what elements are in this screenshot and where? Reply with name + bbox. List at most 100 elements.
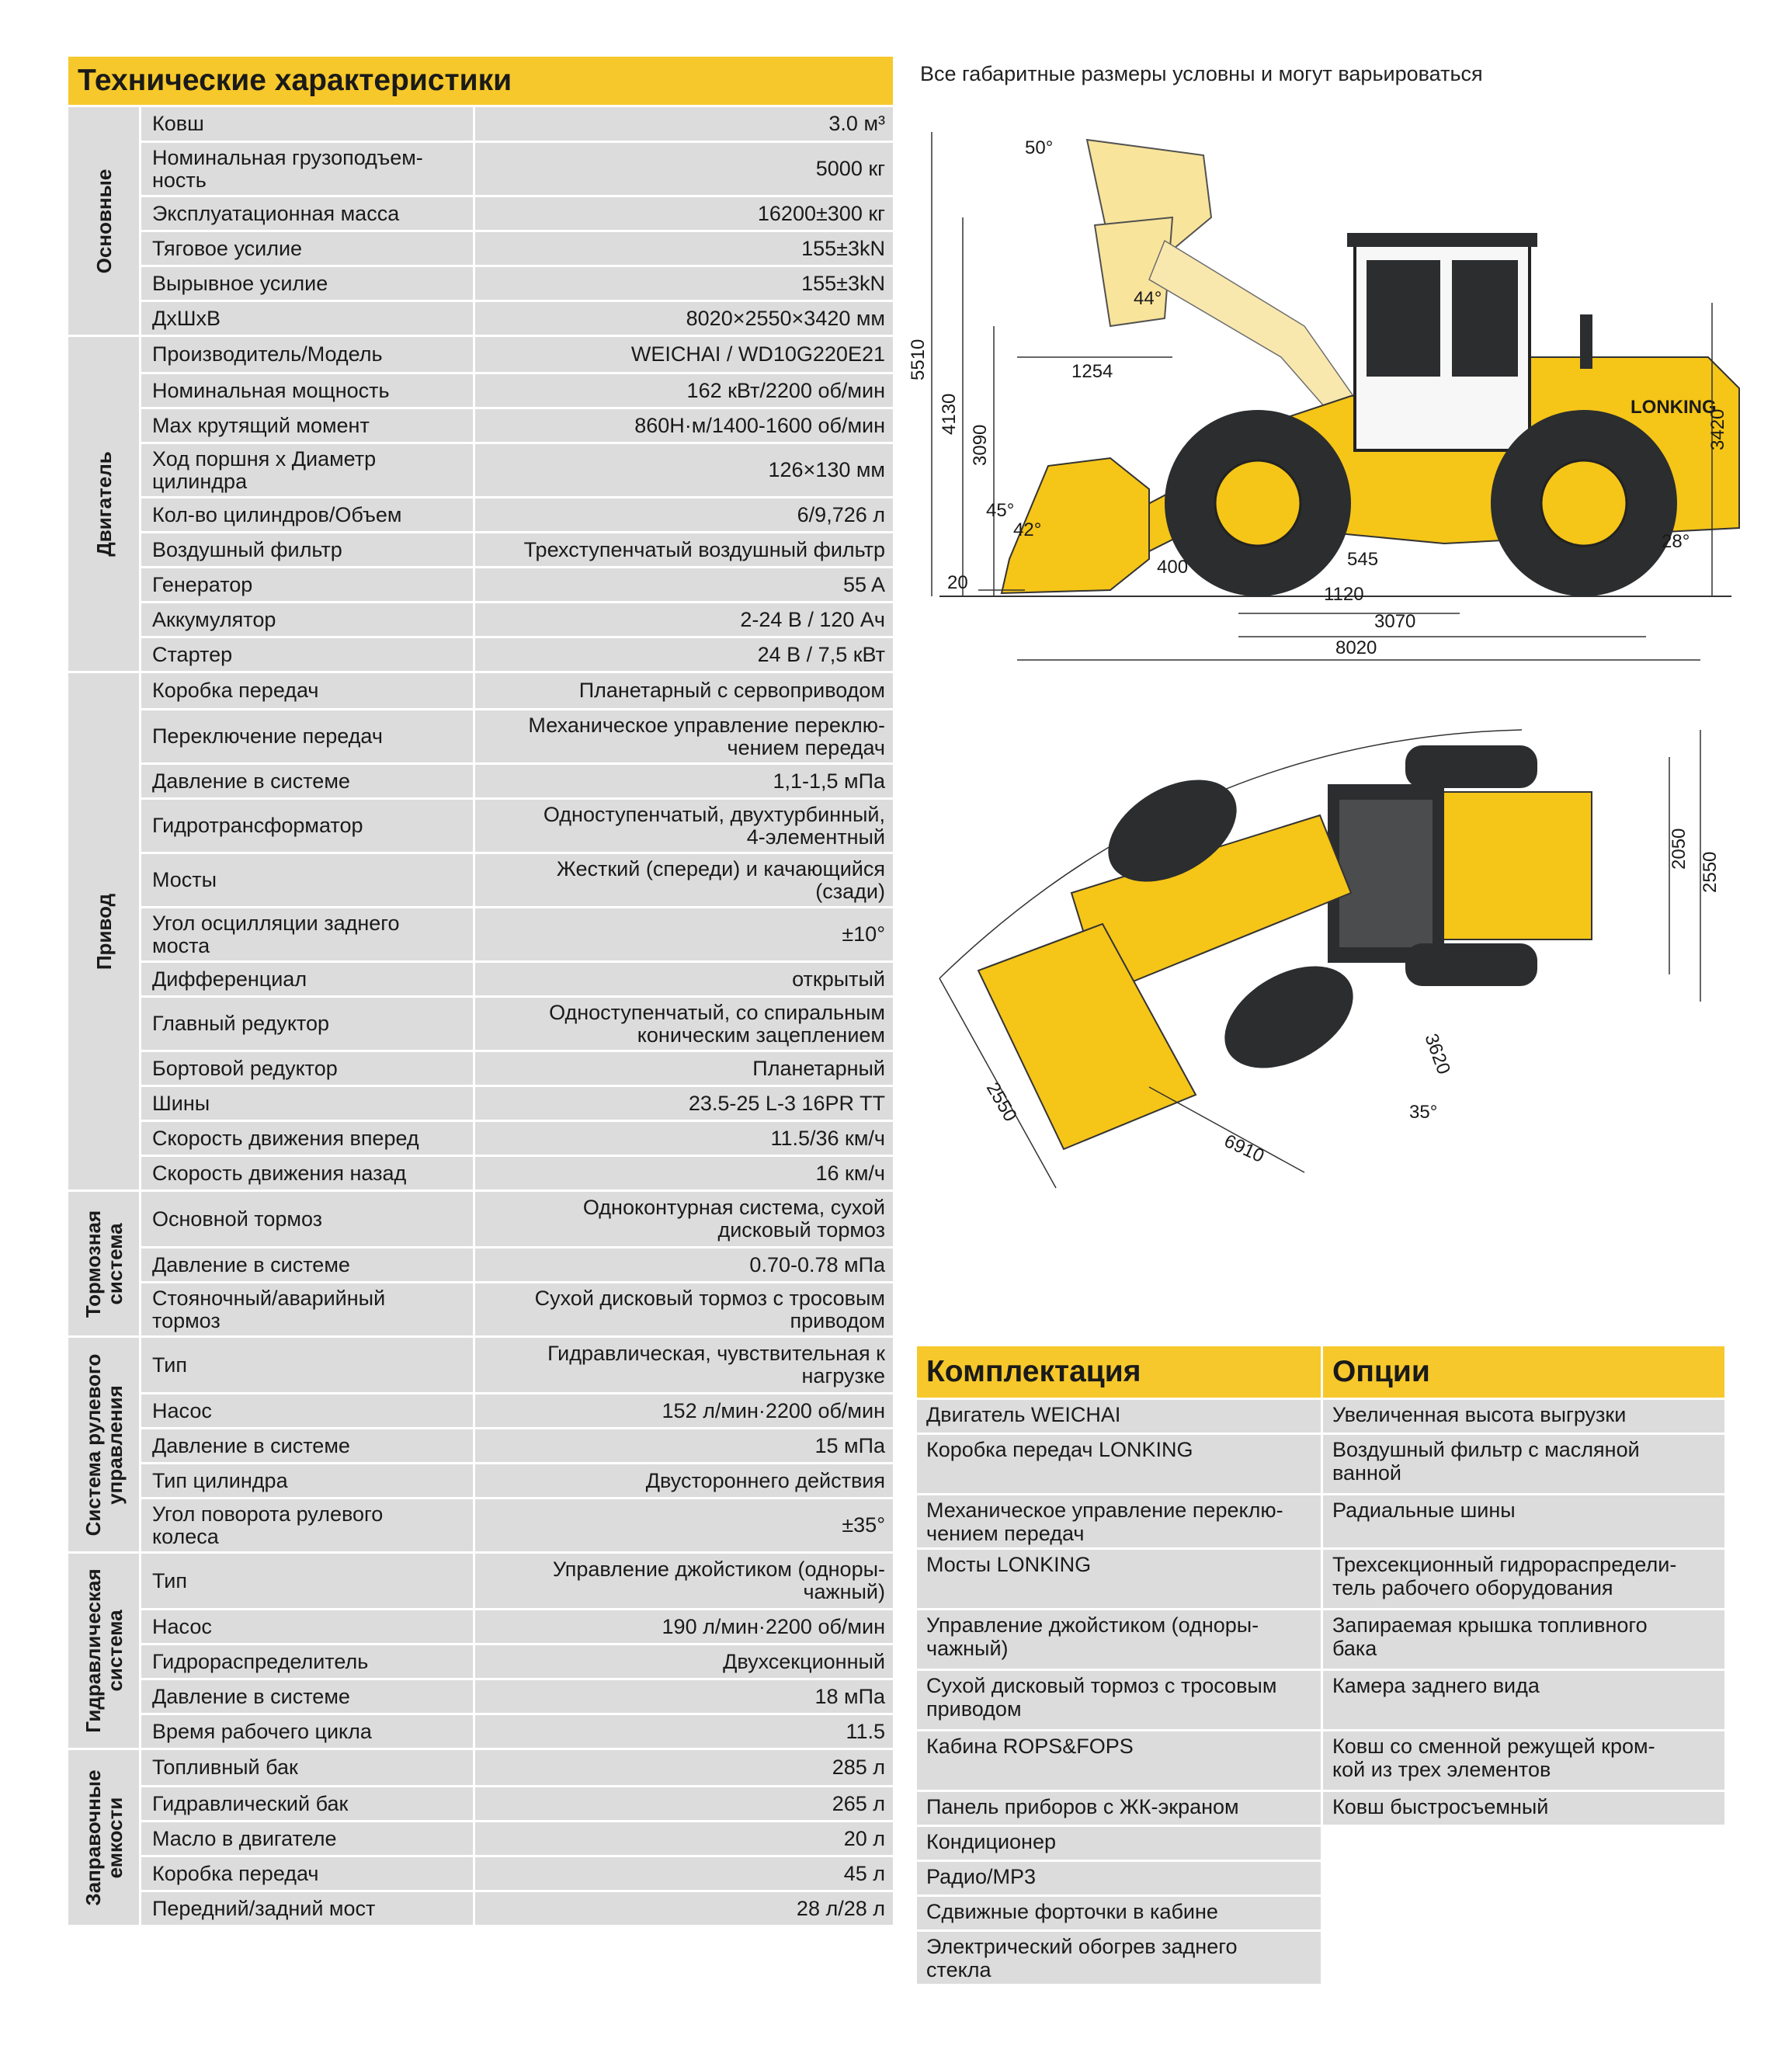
spec-value: 11.5 xyxy=(475,1715,893,1748)
equipment-title: Комплектация xyxy=(917,1346,1321,1398)
spec-key: Дифференциал xyxy=(141,963,475,995)
spec-value: WEICHAI / WD10G220E21 xyxy=(475,337,893,372)
spec-group-label: Привод xyxy=(68,673,141,1189)
spec-value: Двухсекционный xyxy=(475,1645,893,1678)
dim-3420: 3420 xyxy=(1707,409,1728,450)
spec-key: Вырывное усилие xyxy=(141,267,475,300)
spec-key: Тип xyxy=(141,1338,475,1392)
spec-key: Давление в системе xyxy=(141,1680,475,1713)
spec-value: Планетарный xyxy=(475,1052,893,1085)
spec-row: Угол поворота рулевого колеса±35° xyxy=(141,1497,893,1551)
spec-value: 265 л xyxy=(475,1787,893,1820)
spec-key: Производитель/Модель xyxy=(141,337,475,372)
top-dimension-lines xyxy=(939,730,1701,1189)
dim-6910: 6910 xyxy=(1221,1130,1267,1167)
spec-value: 6/9,726 л xyxy=(475,498,893,531)
front-wheel xyxy=(1165,410,1351,596)
equipment-item: Радио/MP3 xyxy=(917,1860,1321,1895)
spec-value: 162 кВт/2200 об/мин xyxy=(475,374,893,407)
cabin xyxy=(1347,233,1537,452)
spec-group-name: Привод xyxy=(92,893,116,970)
spec-group-label: Основные xyxy=(68,107,141,335)
spec-value: 20 л xyxy=(475,1822,893,1855)
spec-key: Давление в системе xyxy=(141,1429,475,1462)
equipment-item: Мосты LONKING xyxy=(917,1547,1321,1608)
equipment-item: Электрический обогрев заднего стекла xyxy=(917,1929,1321,1984)
side-view-drawing: LONKING 50° 44° 5510 4130 3090 3420 1254… xyxy=(908,132,1740,661)
spec-key: Переключение передач xyxy=(141,710,475,762)
equipment-item: Механическое управление переклю- чением … xyxy=(917,1493,1321,1547)
equipment-item: Коробка передач LONKING xyxy=(917,1433,1321,1493)
spec-value: 3.0 м³ xyxy=(475,107,893,141)
brand-plate: LONKING xyxy=(1631,397,1717,418)
spec-key: Давление в системе xyxy=(141,765,475,797)
spec-key: Основной тормоз xyxy=(141,1192,475,1246)
lowered-bucket xyxy=(1000,457,1150,595)
spec-value: 190 л/мин·2200 об/мин xyxy=(475,1610,893,1643)
spec-value: 18 мПа xyxy=(475,1680,893,1713)
options-item: Увеличенная высота выгрузки xyxy=(1323,1398,1724,1433)
front-left-wheel xyxy=(1108,780,1237,882)
dim-1120: 1120 xyxy=(1324,584,1364,605)
dim-angle-35: 35° xyxy=(1409,1102,1437,1123)
spec-key: Коробка передач xyxy=(141,673,475,708)
spec-value: Механическое управление переклю- чением … xyxy=(475,710,893,762)
spec-value: 15 мПа xyxy=(475,1429,893,1462)
dim-angle-28: 28° xyxy=(1662,531,1690,552)
spec-key: Топливный бак xyxy=(141,1750,475,1785)
spec-value: 155±3kN xyxy=(475,267,893,300)
spec-key: Номинальная мощность xyxy=(141,374,475,407)
spec-value: 24 В / 7,5 кВт xyxy=(475,638,893,671)
spec-key: Ход поршня x Диаметр цилиндра xyxy=(141,444,475,496)
spec-value: Одноступенчатый, двухтурбинный, 4-элемен… xyxy=(475,800,893,852)
spec-value: 8020×2550×3420 мм xyxy=(475,302,893,335)
spec-key: Угол осцилляции заднего моста xyxy=(141,908,475,960)
equipment-item: Кабина ROPS&FOPS xyxy=(917,1729,1321,1790)
spec-key: Гидравлический бак xyxy=(141,1787,475,1820)
dim-3070: 3070 xyxy=(1374,611,1415,632)
options-item: Ковш быстросъемный xyxy=(1323,1790,1724,1825)
dim-2050: 2050 xyxy=(1669,828,1690,870)
spec-value: 0.70-0.78 мПа xyxy=(475,1249,893,1281)
spec-key: Коробка передач xyxy=(141,1857,475,1890)
spec-value: 285 л xyxy=(475,1750,893,1785)
options-item: Трехсекционный гидрораспредели- тель раб… xyxy=(1323,1547,1724,1608)
spec-key: Передний/задний мост xyxy=(141,1892,475,1925)
spec-value: Гидравлическая, чувствительная к нагрузк… xyxy=(475,1338,893,1392)
equipment-item: Двигатель WEICHAI xyxy=(917,1398,1321,1433)
spec-value: 2-24 В / 120 Ач xyxy=(475,603,893,636)
rear-right-wheel xyxy=(1405,943,1537,986)
spec-value: Управление джойстиком (одноры- чажный) xyxy=(475,1554,893,1608)
spec-key: Шины xyxy=(141,1087,475,1120)
options-title: Опции xyxy=(1323,1346,1724,1398)
